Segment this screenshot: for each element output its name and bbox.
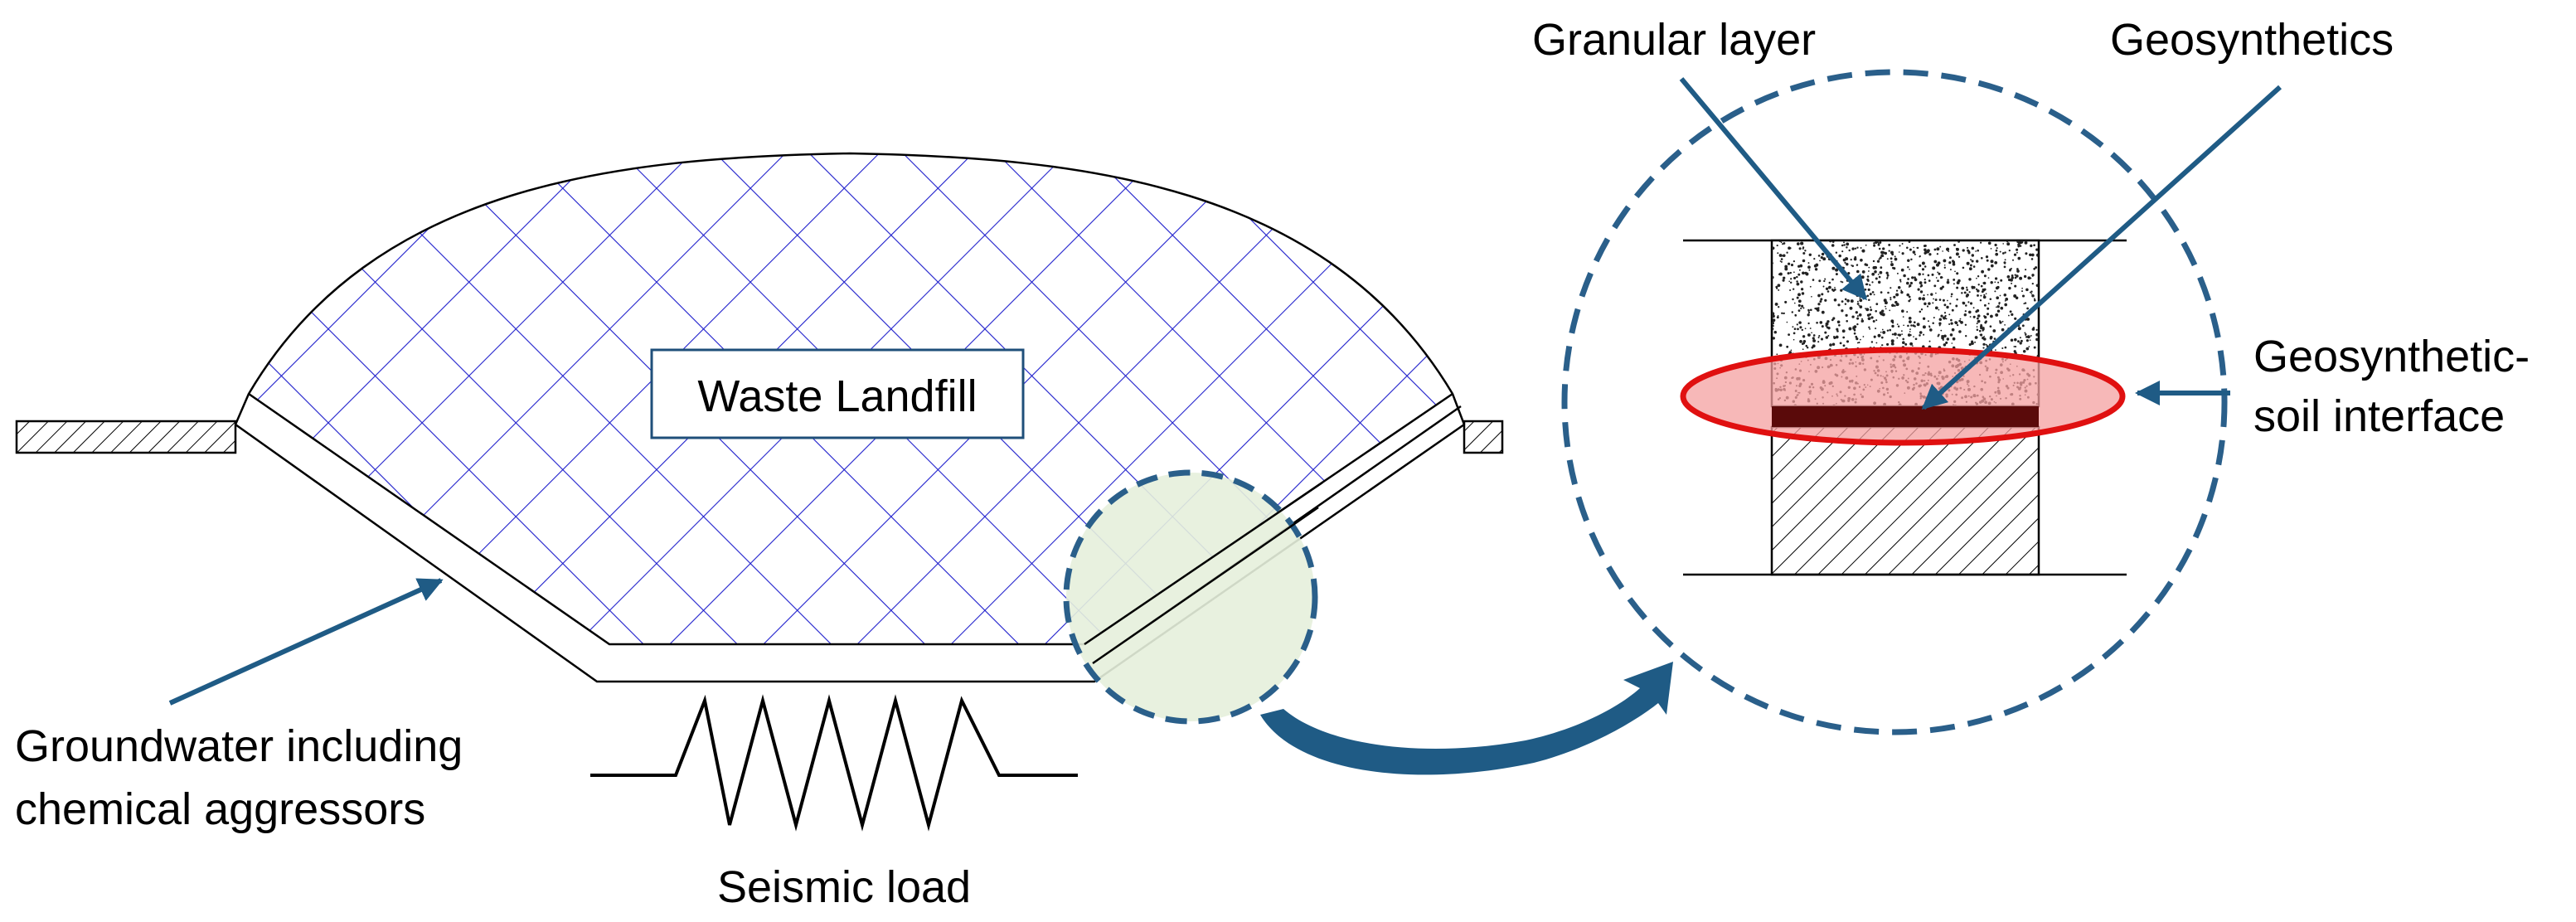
cover-outline [234, 152, 1466, 425]
seismic-wave-icon [590, 694, 1078, 832]
ground-strip-left [15, 420, 237, 454]
liner-mid-line-over [1092, 506, 1319, 665]
soil-block-hatched [1770, 425, 2040, 576]
groundwater-arrow [168, 578, 444, 706]
geosynthetics-arrow [1921, 85, 2283, 410]
interface-label-line1: Geosynthetic- [2253, 332, 2530, 381]
seismic-load-label: Seismic load [717, 862, 971, 912]
zoom-circle-large [1561, 69, 2228, 735]
ground-strip-right [1463, 420, 1504, 454]
liner-inner-over [1084, 481, 1323, 646]
groundwater-label-line2: chemical aggressors [15, 784, 425, 834]
waste-label-box [650, 348, 1025, 439]
curved-arrow-icon [1260, 662, 1673, 775]
interface-ellipse [1680, 347, 2126, 446]
geosynthetic-layer [1772, 406, 2039, 427]
zoom-circle-small [1063, 469, 1318, 725]
granular-layer-texture [1772, 240, 2039, 406]
groundwater-label-line1: Groundwater including [15, 721, 463, 771]
granular-layer-arrow [1679, 77, 1868, 301]
granular-layer-label: Granular layer [1532, 15, 1816, 65]
geosynthetics-label: Geosynthetics [2110, 15, 2394, 65]
interface-label-line2: soil interface [2253, 391, 2505, 441]
waste-landfill-label: Waste Landfill [697, 371, 977, 421]
